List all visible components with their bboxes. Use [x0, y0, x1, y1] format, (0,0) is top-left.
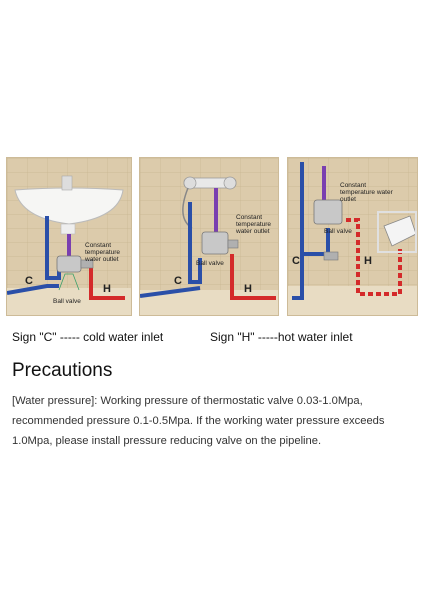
- ball-valve-label: Ball valve: [53, 298, 81, 305]
- cold-label: C: [174, 275, 182, 287]
- outlet-label: Constant temperature water outlet: [85, 242, 121, 263]
- hot-label: H: [364, 255, 372, 267]
- ball-valve-label: Ball valve: [324, 228, 352, 235]
- water-pressure-text: [Water pressure]: Working pressure of th…: [12, 395, 385, 447]
- shower-illustration: [140, 158, 278, 315]
- outlet-label: Constant temperature water outlet: [236, 214, 272, 235]
- installation-diagrams: Constant temperature water outlet Ball v…: [6, 157, 418, 317]
- cold-label: C: [25, 275, 33, 287]
- heater-illustration: [288, 158, 417, 315]
- hot-label: H: [244, 283, 252, 295]
- diagram-basin: Constant temperature water outlet Ball v…: [6, 157, 132, 316]
- precautions-heading: Precautions: [12, 360, 113, 381]
- cold-label: C: [292, 255, 300, 267]
- hot-inlet-sign: Sign "H" -----hot water inlet: [210, 330, 353, 344]
- ball-valve-label: Ball valve: [196, 260, 224, 267]
- cold-inlet-sign: Sign "C" ----- cold water inlet: [12, 330, 164, 344]
- basin-illustration: [7, 158, 131, 315]
- hot-label: H: [103, 283, 111, 295]
- diagram-heater: Constant temperature water outlet Ball v…: [287, 157, 418, 316]
- outlet-label: Constant temperature water outlet: [340, 182, 393, 203]
- diagram-shower: Constant temperature water outlet Ball v…: [139, 157, 279, 316]
